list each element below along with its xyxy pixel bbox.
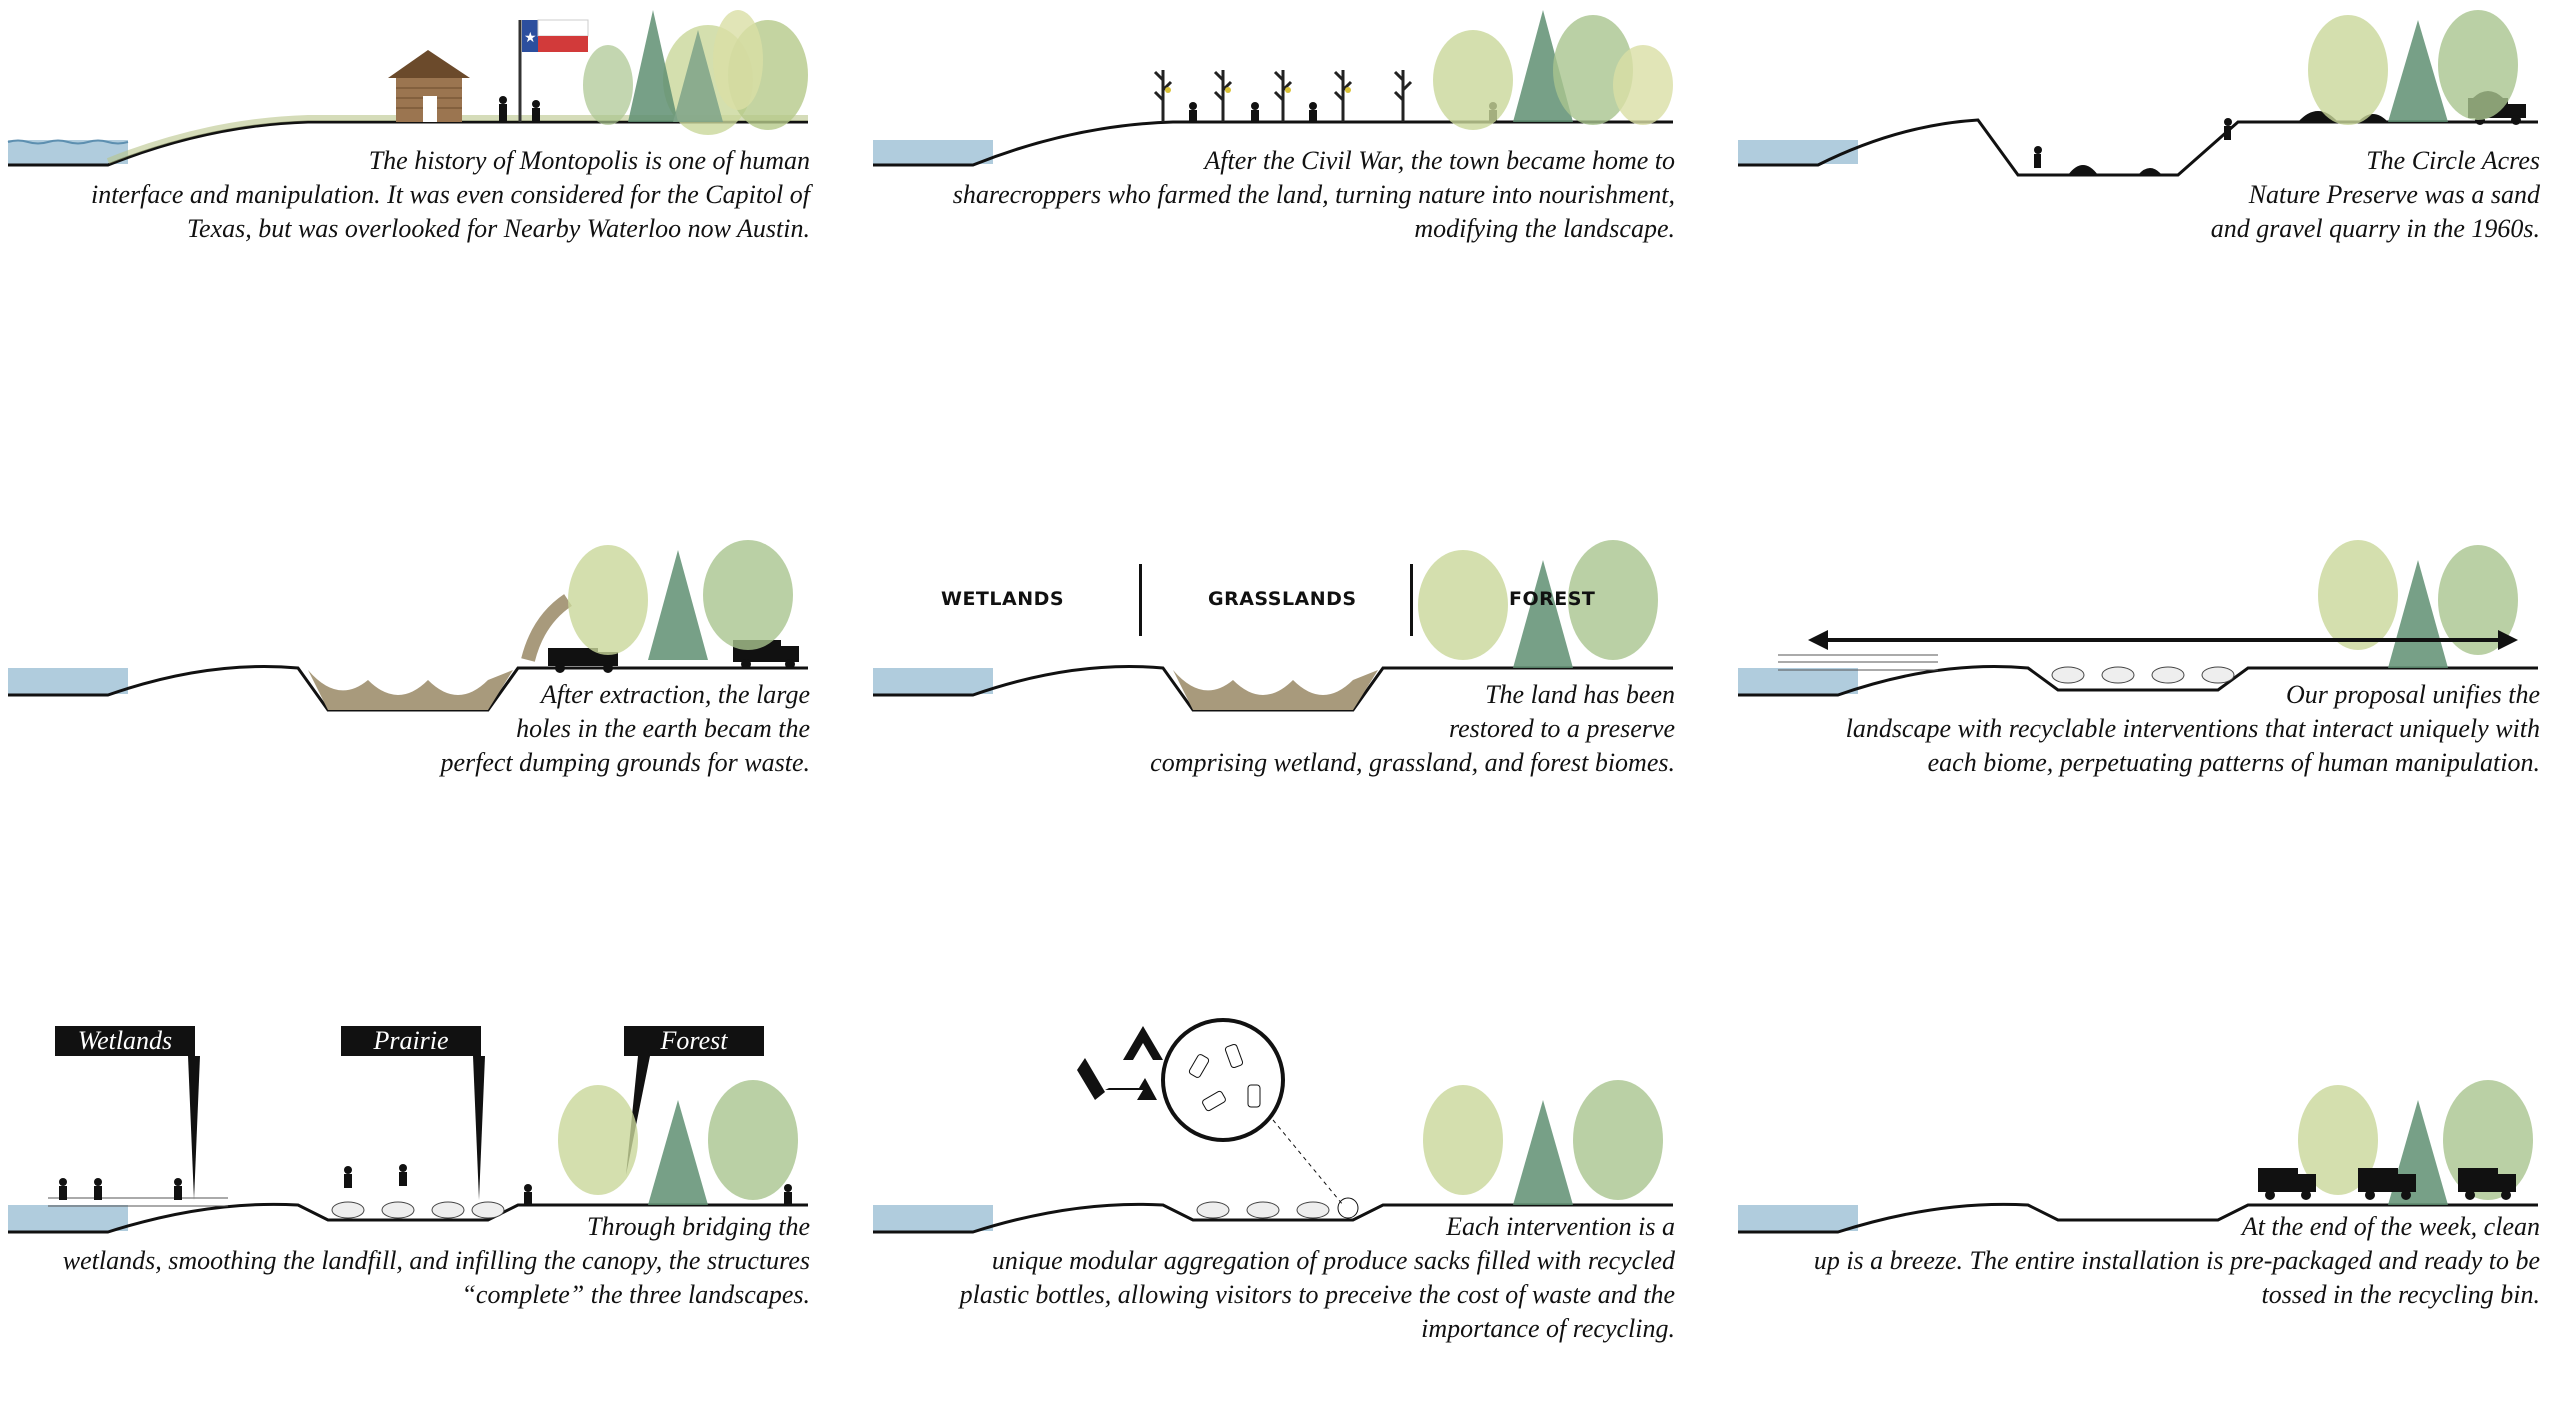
callout-wetlands: Wetlands (55, 1026, 195, 1056)
panel-1-history: ★ The history of Montopolis is one of hu… (7, 0, 810, 420)
panel-7-complete: Wetlands Prairie Forest Thr (8, 1000, 810, 1420)
callout-forest: Forest (624, 1026, 764, 1056)
dump-truck-icon (2258, 1168, 2516, 1200)
section-illustration (8, 540, 808, 712)
panel-8-intervention: Each intervention is a unique modular ag… (873, 1000, 1675, 1420)
section-illustration (873, 540, 1673, 712)
panel-caption: Our proposal unifies the landscape with … (1845, 680, 2540, 777)
biome-label-grasslands: GRASSLANDS (1208, 588, 1357, 610)
section-illustration: ★ (7, 10, 808, 167)
section-illustration (1738, 1080, 2538, 1234)
tree-icon (1418, 540, 1658, 668)
panel-2-civil-war: After the Civil War, the town became hom… (873, 0, 1675, 420)
water-icon (7, 139, 129, 164)
section-illustration (1738, 10, 2538, 177)
panel-caption: After the Civil War, the town became hom… (952, 146, 1675, 243)
panel-5-restored: WETLANDS GRASSLANDS FOREST The land has … (873, 540, 1675, 960)
tree-icon (1423, 1080, 1663, 1205)
panel-caption: Through bridging the wetlands, smoothing… (62, 1212, 810, 1309)
bridge-structure (48, 1197, 228, 1207)
texas-flag-icon: ★ (518, 19, 589, 122)
panel-caption: The land has been restored to a preserve… (1150, 680, 1675, 777)
module-sacks (331, 1201, 505, 1219)
biome-divider (1410, 564, 1413, 636)
person-icon (2034, 118, 2232, 168)
tree-icon (568, 540, 793, 660)
tree-icon (558, 1080, 798, 1205)
panel-caption: Each intervention is a unique modular ag… (959, 1212, 1675, 1343)
panel-4-dumping: After extraction, the large holes in the… (8, 540, 810, 960)
panel-3-quarry: The Circle Acres Nature Preserve was a s… (1738, 0, 2540, 420)
biome-label-forest: FOREST (1509, 588, 1596, 610)
biome-divider (1139, 564, 1142, 636)
tree-icon (2318, 540, 2518, 668)
panel-caption: After extraction, the large holes in the… (440, 680, 810, 777)
person-icon (499, 96, 540, 122)
svg-text:★: ★ (524, 30, 537, 46)
corn-stalk-icon (1153, 70, 1413, 122)
person-icon (59, 1164, 792, 1206)
module-sacks (1196, 1201, 1330, 1219)
section-illustration (873, 1018, 1673, 1234)
panel-9-cleanup: At the end of the week, clean up is a br… (1738, 1000, 2540, 1420)
biome-label-wetlands: WETLANDS (941, 588, 1065, 610)
section-illustration (1738, 540, 2538, 697)
tree-icon (1433, 10, 1673, 130)
recycle-icon (1077, 1026, 1163, 1100)
bridge-structure (1778, 654, 1938, 671)
tree-icon (583, 10, 808, 135)
panel-6-proposal: Our proposal unifies the landscape with … (1738, 540, 2540, 960)
tree-icon (2308, 10, 2518, 125)
bottle-magnifier-icon (1161, 1018, 1359, 1219)
section-illustration (873, 10, 1673, 167)
log-cabin-icon (388, 50, 470, 122)
panel-caption: The history of Montopolis is one of huma… (91, 146, 810, 243)
module-sacks (2051, 666, 2235, 684)
span-arrow-icon (1808, 630, 2518, 650)
callout-prairie: Prairie (341, 1026, 481, 1056)
section-illustration (8, 1056, 808, 1234)
landfill-fill (308, 670, 513, 710)
panel-caption: At the end of the week, clean up is a br… (1813, 1212, 2540, 1309)
panel-caption: The Circle Acres Nature Preserve was a s… (2210, 146, 2540, 243)
